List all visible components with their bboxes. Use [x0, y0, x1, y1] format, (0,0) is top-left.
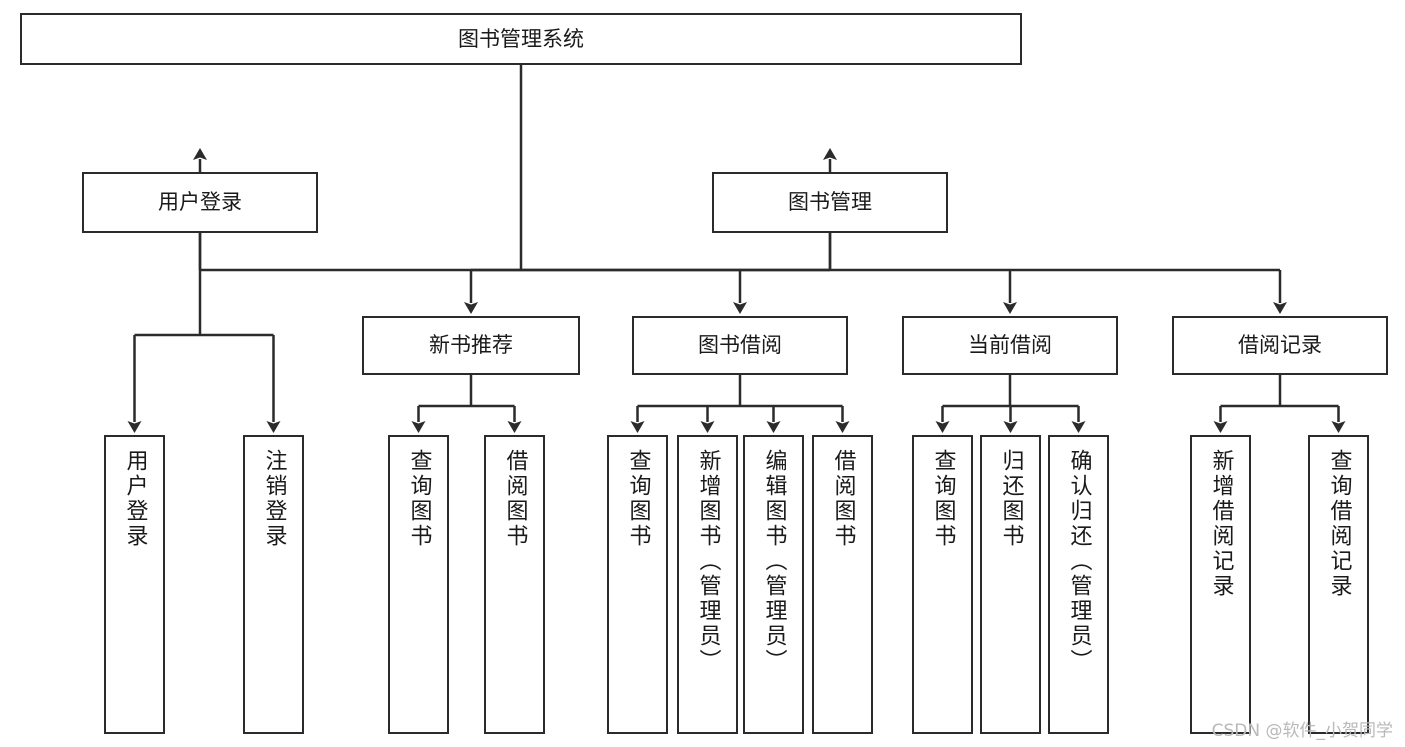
node-bb-edit[interactable]: 编辑图书（管理员）: [743, 435, 804, 734]
node-user-login[interactable]: 用户登录: [82, 172, 318, 233]
node-label: 查询图书: [406, 449, 432, 549]
node-label: 借阅记录: [1238, 333, 1322, 358]
node-label: 图书借阅: [698, 333, 782, 358]
node-label: 确认归还（管理员）: [1066, 449, 1092, 674]
node-book-manage[interactable]: 图书管理: [712, 172, 948, 233]
node-label: 注销登录: [261, 449, 287, 549]
connector-lines: [127, 65, 1346, 433]
node-label: 新增图书（管理员）: [695, 449, 721, 674]
node-cb-query[interactable]: 查询图书: [912, 435, 973, 734]
node-borrow-record[interactable]: 借阅记录: [1172, 316, 1388, 375]
node-label: 编辑图书（管理员）: [761, 449, 787, 674]
node-label: 当前借阅: [968, 333, 1052, 358]
node-label: 借阅图书: [830, 449, 856, 549]
node-label: 图书管理系统: [458, 26, 584, 51]
node-br-query[interactable]: 查询借阅记录: [1308, 435, 1369, 734]
node-bb-add[interactable]: 新增图书（管理员）: [677, 435, 738, 734]
node-br-add[interactable]: 新增借阅记录: [1190, 435, 1251, 734]
node-nbr-borrow[interactable]: 借阅图书: [484, 435, 545, 734]
node-leaf-logout[interactable]: 注销登录: [243, 435, 304, 734]
node-new-book-rec[interactable]: 新书推荐: [362, 316, 580, 375]
node-label: 查询图书: [625, 449, 651, 549]
node-cb-confirm[interactable]: 确认归还（管理员）: [1048, 435, 1109, 734]
node-current-borrow[interactable]: 当前借阅: [902, 316, 1118, 375]
node-label: 借阅图书: [502, 449, 528, 549]
node-label: 图书管理: [788, 190, 872, 215]
node-label: 查询借阅记录: [1326, 449, 1352, 599]
node-label: 新书推荐: [429, 333, 513, 358]
node-label: 归还图书: [998, 449, 1024, 549]
node-cb-return[interactable]: 归还图书: [980, 435, 1041, 734]
node-root[interactable]: 图书管理系统: [20, 13, 1022, 65]
node-label: 新增借阅记录: [1208, 449, 1234, 599]
node-book-borrow[interactable]: 图书借阅: [632, 316, 848, 375]
node-leaf-user-login[interactable]: 用户登录: [104, 435, 165, 734]
node-bb-query[interactable]: 查询图书: [607, 435, 668, 734]
node-nbr-query[interactable]: 查询图书: [388, 435, 449, 734]
node-label: 查询图书: [930, 449, 956, 549]
node-label: 用户登录: [158, 190, 242, 215]
node-label: 用户登录: [122, 449, 148, 549]
node-bb-borrow[interactable]: 借阅图书: [812, 435, 873, 734]
